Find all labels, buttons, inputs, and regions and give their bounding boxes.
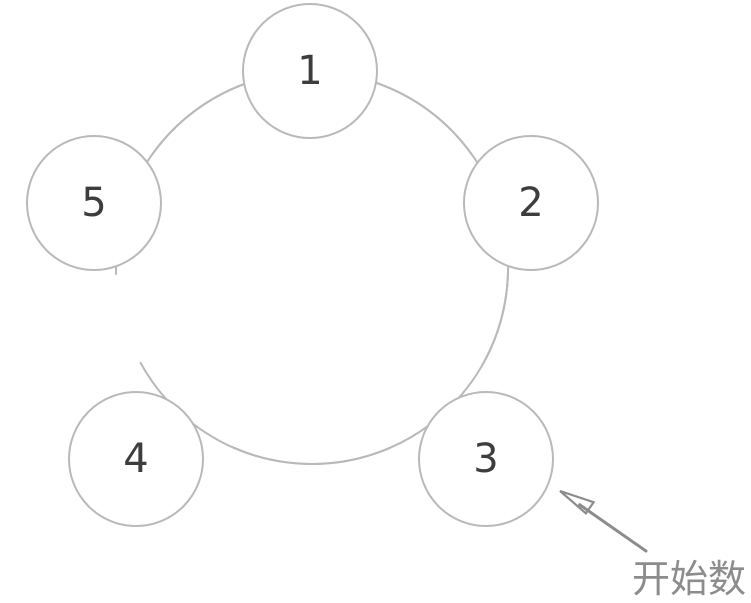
node-1-label: 1 — [297, 48, 322, 94]
node-5[interactable]: 5 — [26, 135, 162, 271]
ring-nodes: 1 2 3 4 5 — [26, 3, 599, 527]
edge-node1-node2 — [372, 80, 474, 156]
node-3-label: 3 — [473, 436, 498, 482]
edge-node2-node3 — [482, 275, 509, 364]
annotation-arrow-shaft — [578, 503, 648, 553]
node-5-circle[interactable] — [26, 135, 162, 271]
node-4[interactable]: 4 — [68, 391, 204, 527]
node-1-circle[interactable] — [242, 3, 378, 139]
node-4-label: 4 — [123, 436, 148, 482]
node-3[interactable]: 3 — [418, 391, 554, 527]
node-5-label: 5 — [81, 180, 106, 226]
node-1[interactable]: 1 — [242, 3, 378, 139]
node-2-label: 2 — [518, 180, 543, 226]
node-2[interactable]: 2 — [463, 135, 599, 271]
node-4-circle[interactable] — [68, 391, 204, 527]
edge-node5-node1 — [151, 81, 248, 156]
node-3-circle[interactable] — [418, 391, 554, 527]
start-annotation: 开始数 — [559, 489, 746, 601]
annotation-label: 开始数 — [632, 557, 746, 601]
node-2-circle[interactable] — [463, 135, 599, 271]
annotation-arrow-head-icon — [559, 489, 596, 515]
